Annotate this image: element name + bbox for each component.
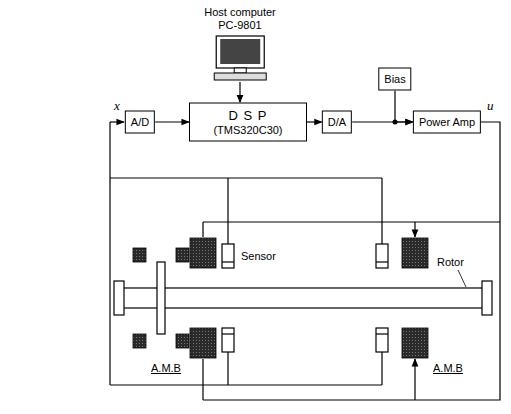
part-name: A.M.B <box>432 362 464 375</box>
magnet-block <box>133 238 428 358</box>
dsp-box: D S P(TMS320C30) <box>189 103 307 142</box>
output-wire <box>203 222 415 237</box>
output-wire <box>203 221 500 222</box>
sensor-symbol <box>222 244 388 352</box>
node-title: D S P <box>195 108 301 124</box>
output-wire <box>203 122 500 400</box>
summing-point <box>393 120 398 125</box>
signal-name: u <box>486 99 495 112</box>
node-subtitle: (TMS320C30) <box>195 124 301 137</box>
monitor-icon <box>210 34 270 82</box>
feedback-wire <box>109 122 110 385</box>
part-name: Sensor <box>240 250 277 263</box>
sensor-wire <box>110 352 382 385</box>
feedback-wire <box>110 121 124 122</box>
node-title: Power Amp <box>419 116 475 129</box>
rotor-collar <box>482 281 492 315</box>
node-subtitle: PC-9801 <box>204 19 276 32</box>
node-title: A/D <box>131 116 149 129</box>
rotor-collar <box>114 281 124 315</box>
part-name: Rotor <box>436 256 465 269</box>
part-name: A.M.B <box>150 362 182 375</box>
node-title: Host computer <box>204 6 276 19</box>
sensor-wire <box>110 178 382 244</box>
node-title: Bias <box>384 73 405 86</box>
signal-name: x <box>113 99 121 112</box>
converter-box: D/A <box>322 111 352 134</box>
converter-box: A/D <box>125 111 155 134</box>
signal-arrow <box>395 91 413 123</box>
signal-arrow <box>155 121 189 122</box>
leader-line <box>458 270 466 287</box>
bias-box: Bias <box>378 68 411 91</box>
node-title: D/A <box>328 116 346 129</box>
signal-arrow <box>307 121 322 122</box>
signal-arrow <box>239 82 240 103</box>
host-computer: Host computerPC-9801 <box>204 6 276 82</box>
rotor-shaft <box>122 288 484 308</box>
thrust-disk <box>157 262 165 334</box>
amplifier-box: Power Amp <box>413 111 481 134</box>
output-wire <box>203 359 415 400</box>
